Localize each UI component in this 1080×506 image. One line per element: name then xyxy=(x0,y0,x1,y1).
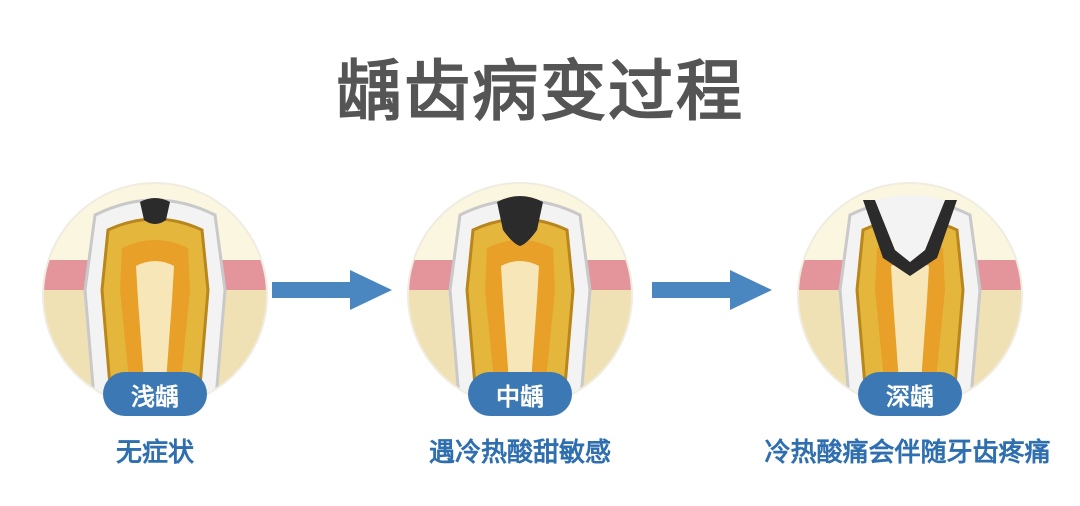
stage-description-medium: 遇冷热酸甜敏感 xyxy=(428,438,611,468)
tooth-illustration-medium xyxy=(405,180,635,410)
page-title: 龋齿病变过程 xyxy=(336,53,744,130)
tooth-illustration-deep xyxy=(795,180,1025,410)
arrow-right-icon xyxy=(652,270,772,310)
stage-description-shallow: 无症状 xyxy=(115,438,194,468)
stage-badge-shallow: 浅龋 xyxy=(103,372,207,416)
stage-badge-medium: 中龋 xyxy=(468,372,572,416)
tooth-illustration-shallow xyxy=(40,180,270,410)
arrow-right-icon xyxy=(272,270,392,310)
stage-badge-deep: 深龋 xyxy=(858,372,962,416)
stage-description-deep: 冷热酸痛会伴随牙齿疼痛 xyxy=(764,438,1051,468)
